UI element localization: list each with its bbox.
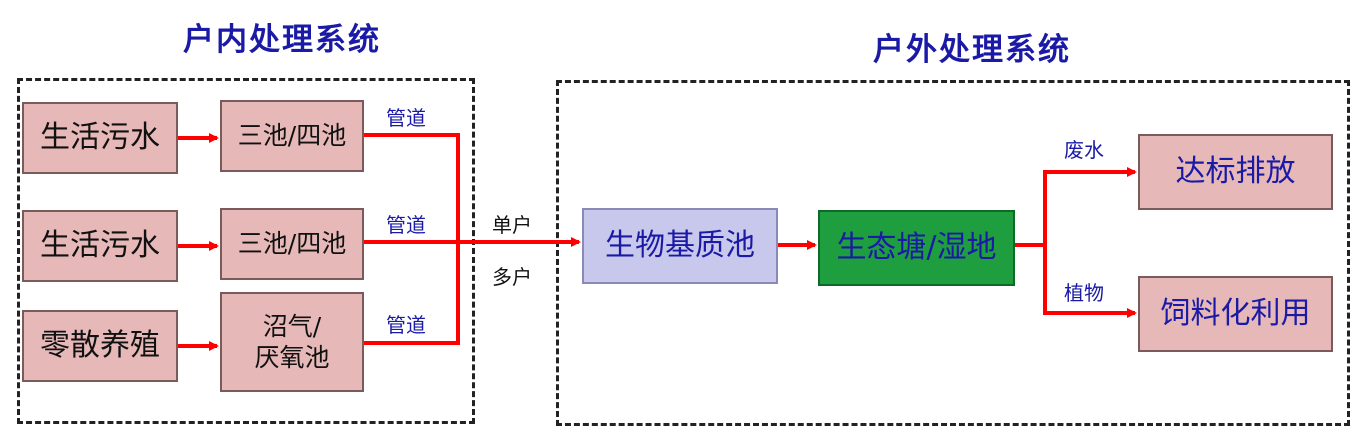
pipe-3: [364, 240, 460, 345]
discharge-box: 达标排放: [1138, 134, 1333, 210]
arrow-to-feed: [1043, 245, 1137, 318]
indoor-system-title: 户内处理系统: [183, 22, 381, 58]
outdoor-system-group: [556, 80, 1350, 426]
pipe-label-2: 管道: [386, 213, 426, 237]
feed-utilization-box: 饲料化利用: [1138, 276, 1333, 352]
outdoor-system-title: 户外处理系统: [873, 32, 1071, 68]
pipe-label-3: 管道: [386, 313, 426, 337]
pipe-1: [364, 133, 460, 240]
arrow-to-discharge: [1043, 167, 1137, 245]
wastewater-label: 废水: [1064, 138, 1104, 162]
source-box-2: 生活污水: [22, 210, 178, 282]
treatment-box-2: 三池/四池: [220, 208, 364, 280]
source-box-1: 生活污水: [22, 102, 178, 174]
pipe-label-1: 管道: [386, 106, 426, 130]
plants-label: 植物: [1064, 281, 1104, 305]
multi-household-label: 多户: [492, 265, 532, 289]
single-household-label: 单户: [492, 213, 532, 237]
substrate-pool-box: 生物基质池: [582, 208, 778, 284]
wetland-box: 生态塘/湿地: [818, 210, 1015, 286]
treatment-box-1: 三池/四池: [220, 100, 364, 172]
treatment-box-3: 沼气/ 厌氧池: [220, 292, 364, 392]
indoor-system-group: [17, 78, 475, 424]
source-box-3: 零散养殖: [22, 310, 178, 382]
